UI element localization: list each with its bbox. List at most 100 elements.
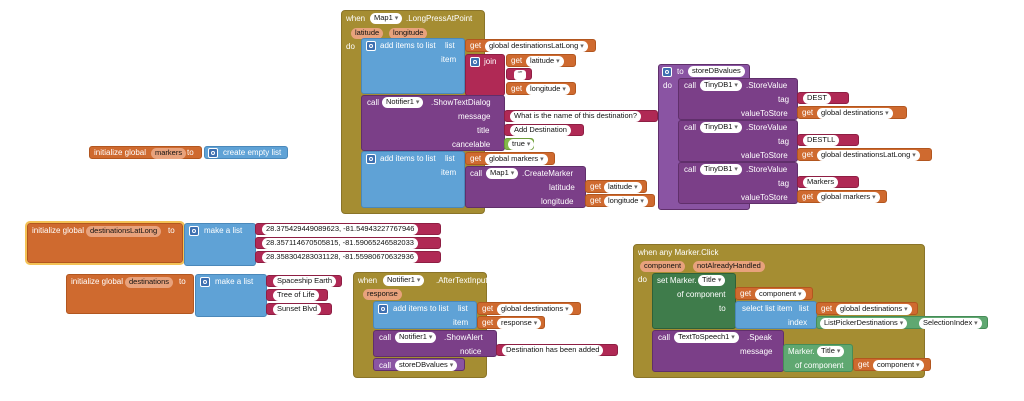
tag-text[interactable]: DEST xyxy=(803,93,832,104)
component-dropdown[interactable]: Notifier1 xyxy=(382,97,424,108)
param-response[interactable]: response xyxy=(363,289,402,300)
text-field[interactable]: 28.375429449089623, -81.54943227767946 xyxy=(262,224,419,235)
speak-block[interactable]: call TextToSpeech1 .Speak message xyxy=(652,330,784,372)
text-field[interactable]: Spaceship Earth xyxy=(273,276,337,287)
var-dropdown[interactable]: global destinations xyxy=(497,304,573,315)
param-component[interactable]: component xyxy=(640,261,686,272)
component-dropdown[interactable]: TinyDB1 xyxy=(700,80,742,91)
init-markers-block[interactable]: initialize global markers to xyxy=(89,146,202,159)
component-dropdown[interactable]: TextToSpeech1 xyxy=(674,332,739,343)
text-block[interactable]: DESTLL xyxy=(797,134,859,146)
text-field[interactable]: Tree of Life xyxy=(273,290,319,301)
get-block[interactable]: get component xyxy=(853,358,931,371)
set-title-block[interactable]: set Marker. Title of component to xyxy=(652,273,736,329)
text-block[interactable]: 28.358304283031128, -81.55980670632936 xyxy=(255,251,441,263)
param-latitude[interactable]: latitude xyxy=(351,28,384,39)
text-block[interactable]: Add Destination xyxy=(504,124,584,136)
proc-name-field[interactable]: storeDBvalues xyxy=(688,66,745,77)
notice-text[interactable]: Destination has been added xyxy=(502,345,604,356)
init-destinations-block[interactable]: initialize global destinations to xyxy=(66,274,194,314)
show-text-dialog-block[interactable]: call Notifier1 .ShowTextDialog message t… xyxy=(361,95,505,151)
get-block[interactable]: get longitude xyxy=(506,82,576,95)
component-dropdown[interactable]: TinyDB1 xyxy=(700,122,742,133)
var-name-field[interactable]: markers xyxy=(151,148,187,159)
call-store-block[interactable]: call storeDBvalues xyxy=(373,358,465,371)
get-block[interactable]: get longitude xyxy=(585,194,655,207)
var-name-field[interactable]: destinationsLatLong xyxy=(86,226,162,237)
make-a-list-block[interactable]: make a list xyxy=(195,274,267,317)
get-block[interactable]: get global destinations xyxy=(816,302,918,315)
var-dropdown[interactable]: global destinations xyxy=(817,108,893,119)
component-dropdown[interactable]: ListPickerDestinations xyxy=(820,318,908,329)
add-items-block[interactable]: add items to list list item xyxy=(361,38,465,94)
get-block[interactable]: get response xyxy=(477,316,545,329)
show-alert-block[interactable]: call Notifier1 .ShowAlert notice xyxy=(373,330,497,357)
var-dropdown[interactable]: longitude xyxy=(526,84,570,95)
quote-icon[interactable] xyxy=(514,70,526,80)
var-dropdown[interactable]: global destinationsLatLong xyxy=(485,41,588,52)
create-empty-list-block[interactable]: create empty list xyxy=(204,146,288,159)
get-block[interactable]: get global markers xyxy=(797,190,887,203)
gear-icon[interactable] xyxy=(470,57,480,67)
get-block[interactable]: get component xyxy=(735,287,813,300)
text-block[interactable]: Destination has been added xyxy=(496,344,618,356)
store-value-block[interactable]: call TinyDB1 .StoreValue tag valueToStor… xyxy=(678,78,798,120)
bool-dropdown[interactable]: true xyxy=(508,139,535,150)
get-block[interactable]: get latitude xyxy=(585,180,647,193)
component-dropdown[interactable]: Map1 xyxy=(486,168,519,179)
add-items-block[interactable]: add items to list list item xyxy=(373,301,477,329)
create-marker-block[interactable]: call Map1 .CreateMarker latitude longitu… xyxy=(465,166,586,208)
component-dropdown[interactable]: Notifier1 xyxy=(383,275,425,286)
text-block[interactable]: Spaceship Earth xyxy=(266,275,342,287)
get-block[interactable]: get global destinationsLatLong xyxy=(797,148,932,161)
param-not-handled[interactable]: notAlreadyHandled xyxy=(693,261,765,272)
property-dropdown[interactable]: SelectionIndex xyxy=(919,318,982,329)
param-longitude[interactable]: longitude xyxy=(389,28,428,39)
true-block[interactable]: true xyxy=(504,138,535,150)
gear-icon[interactable] xyxy=(662,67,672,77)
property-dropdown[interactable]: Title xyxy=(817,346,845,357)
get-block[interactable]: get global destinations xyxy=(477,302,581,315)
var-dropdown[interactable]: latitude xyxy=(604,182,642,193)
var-name-field[interactable]: destinations xyxy=(125,277,174,288)
component-dropdown[interactable]: Map1 xyxy=(370,13,403,24)
var-dropdown[interactable]: global markers xyxy=(485,154,548,165)
text-field[interactable]: Sunset Blvd xyxy=(273,304,322,315)
text-block[interactable]: What is the name of this destination? xyxy=(504,110,658,122)
var-dropdown[interactable]: global destinationsLatLong xyxy=(817,150,920,161)
get-block[interactable]: get global markers xyxy=(465,152,555,165)
tag-text[interactable]: Markers xyxy=(803,177,839,188)
get-block[interactable]: get latitude xyxy=(506,54,576,67)
text-field[interactable]: 28.358304283031128, -81.55980670632936 xyxy=(262,252,418,263)
var-dropdown[interactable]: longitude xyxy=(604,196,648,207)
store-value-block[interactable]: call TinyDB1 .StoreValue tag valueToStor… xyxy=(678,120,798,162)
gear-icon[interactable] xyxy=(366,41,376,51)
title-text[interactable]: Add Destination xyxy=(510,125,571,136)
make-a-list-block[interactable]: make a list xyxy=(184,223,256,266)
add-items-block[interactable]: add items to list list item xyxy=(361,151,465,208)
gear-icon[interactable] xyxy=(378,304,388,314)
var-dropdown[interactable]: global markers xyxy=(817,192,880,203)
text-block[interactable]: 28.375429449089623, -81.54943227767946 xyxy=(255,223,441,235)
get-block[interactable]: get global destinations xyxy=(797,106,907,119)
gear-icon[interactable] xyxy=(200,277,210,287)
gear-icon[interactable] xyxy=(366,154,376,164)
component-dropdown[interactable]: TinyDB1 xyxy=(700,164,742,175)
text-field[interactable]: 28.357114670505815, -81.59065246582033 xyxy=(262,238,418,249)
store-value-block[interactable]: call TinyDB1 .StoreValue tag valueToStor… xyxy=(678,162,798,204)
property-dropdown[interactable]: Title xyxy=(698,275,726,286)
marker-title-block[interactable]: Marker. Title of component xyxy=(783,344,853,372)
var-dropdown[interactable]: response xyxy=(497,318,542,329)
text-block[interactable]: DEST xyxy=(797,92,849,104)
proc-dropdown[interactable]: storeDBvalues xyxy=(395,360,458,371)
gear-icon[interactable] xyxy=(189,226,199,236)
text-block[interactable]: 28.357114670505815, -81.59065246582033 xyxy=(255,237,441,249)
text-block[interactable] xyxy=(506,68,532,80)
text-block[interactable]: Tree of Life xyxy=(266,289,328,301)
get-block[interactable]: get global destinationsLatLong xyxy=(465,39,596,52)
message-text[interactable]: What is the name of this destination? xyxy=(510,111,641,122)
gear-icon[interactable] xyxy=(208,148,218,158)
init-dest-latlong-block[interactable]: initialize global destinationsLatLong to xyxy=(25,221,185,265)
var-dropdown[interactable]: component xyxy=(755,289,806,300)
text-block[interactable]: Sunset Blvd xyxy=(266,303,332,315)
